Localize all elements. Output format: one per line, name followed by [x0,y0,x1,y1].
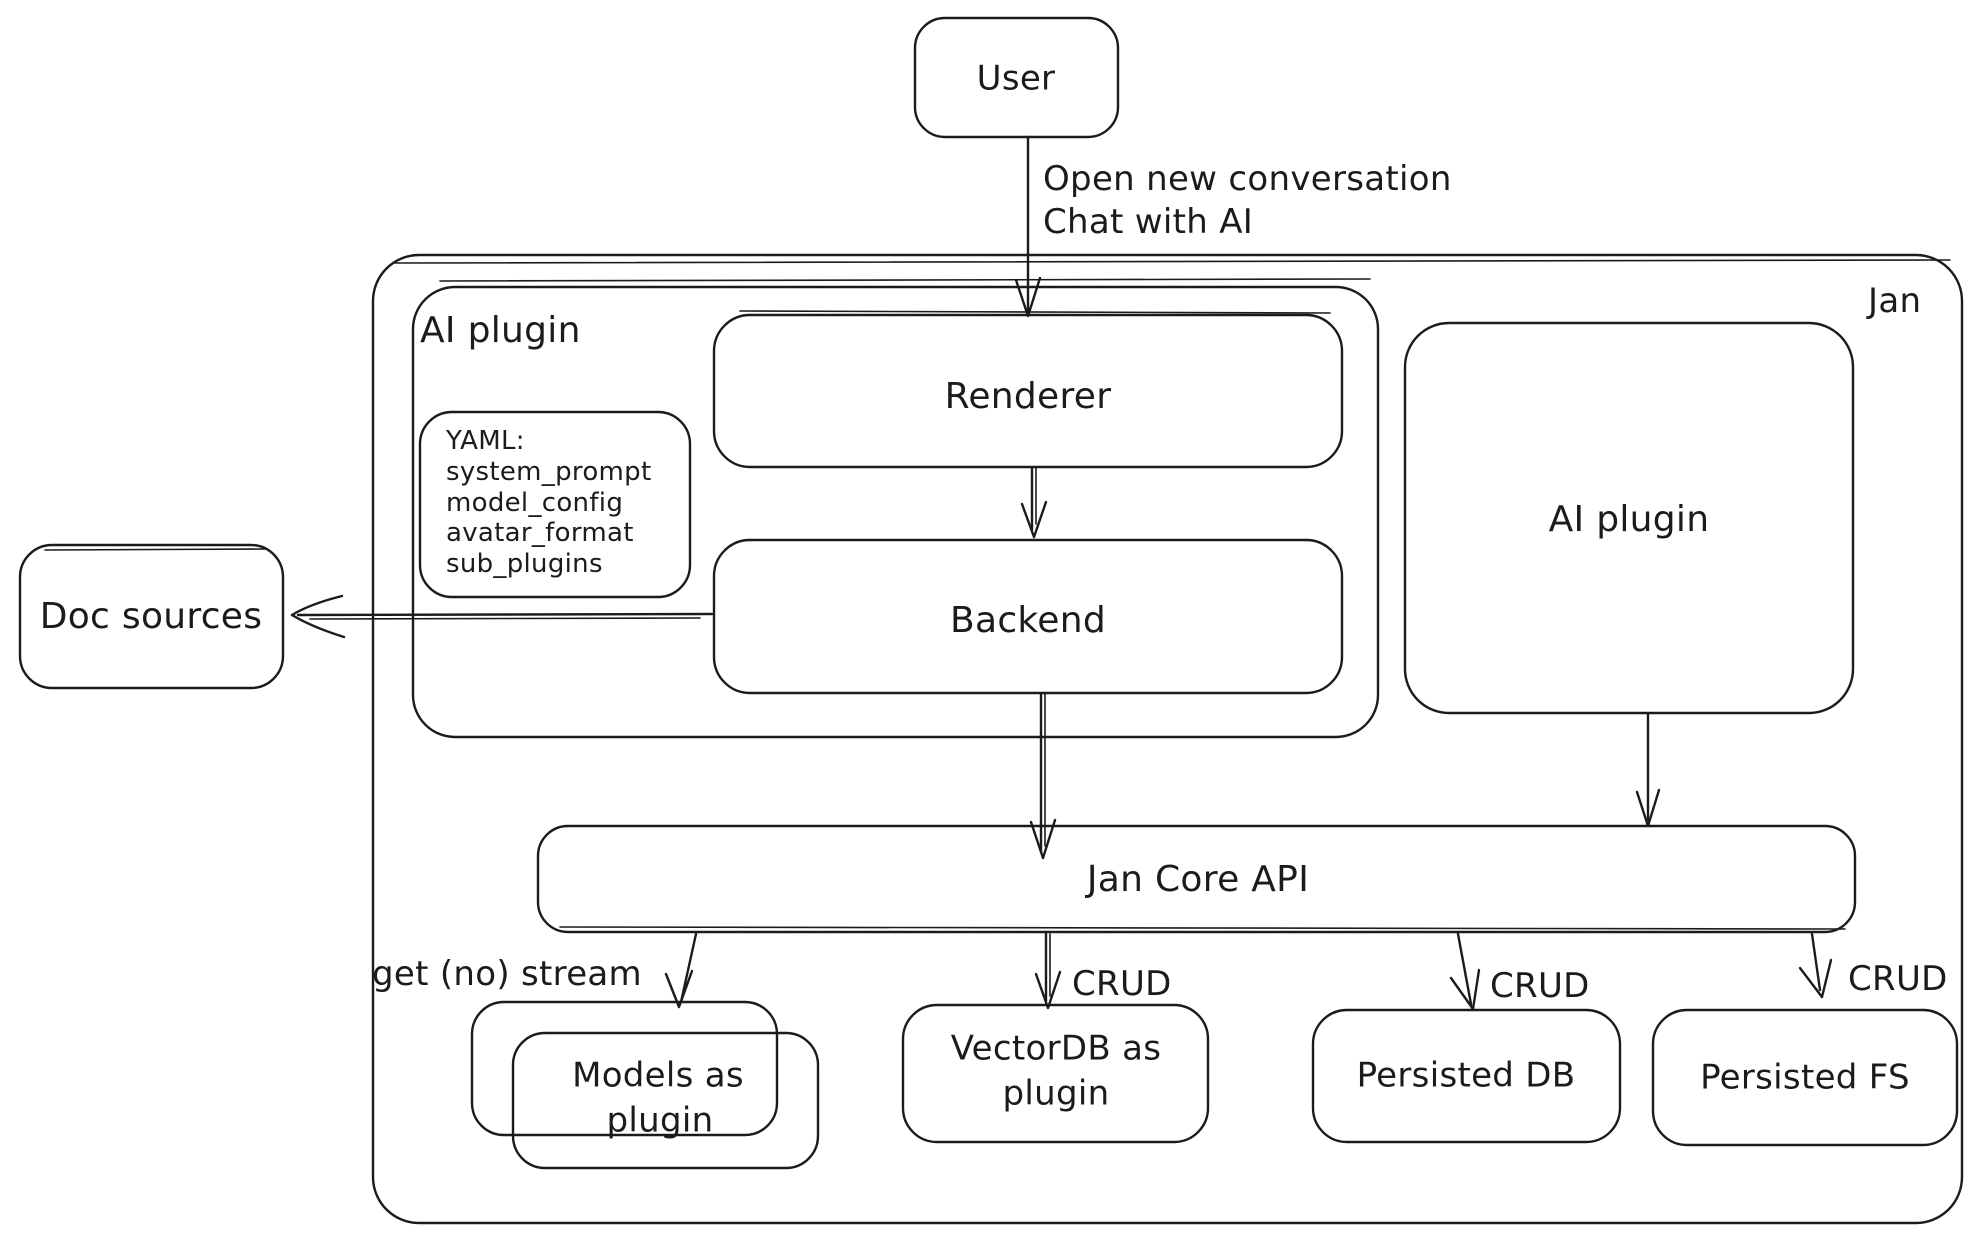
doc-sources-node-box [18,543,285,690]
vectordb-as-plugin-label: VectorDB as [951,1029,1162,1069]
yaml-note-box [418,410,692,599]
arrow-backend-to-api-head [1029,818,1057,860]
jan-container: Jan [371,253,1964,1225]
user-node-label: User [977,59,1056,99]
arrow-api-to-persisted-db-head [1449,968,1481,1011]
arrow-api-to-models-label: get (no) stream [372,954,642,994]
arrow-backend-to-doc-sources-head [290,594,346,639]
jan-core-api-sketch-line [559,926,1846,930]
persisted-db-label: Persisted DB [1357,1056,1576,1096]
models-as-plugin-label: Models as [572,1056,744,1096]
user-node: User [913,16,1120,139]
vectordb-as-plugin-label: plugin [1003,1074,1110,1114]
models-as-plugin-front-box [511,1031,820,1170]
user-node-box [913,16,1120,139]
doc-sources-sketch-line [44,548,266,551]
models-as-plugin-label: plugin [607,1101,714,1141]
persisted-fs-label: Persisted FS [1700,1058,1910,1098]
arrow-api-to-vectordb: CRUD [1034,932,1172,1010]
ai-plugin-group-box [411,285,1380,739]
yaml-note-line: avatar_format [446,518,634,548]
arrow-api-to-vectordb-label: CRUD [1072,964,1172,1004]
arrow-renderer-to-backend [1020,466,1048,539]
arrow-user-to-renderer-label: Chat with AI [1043,202,1253,242]
renderer-node-sketch-line [739,310,1331,314]
jan-container-box [371,253,1964,1225]
backend-node: Backend [712,538,1344,695]
arrow-api-to-persisted-db: CRUD [1449,932,1590,1011]
arrow-user-to-renderer: Open new conversation Chat with AI [1014,135,1452,318]
arrow-backend-to-api [1029,692,1057,860]
arrow-user-to-renderer-head [1014,276,1042,318]
vectordb-as-plugin-box [901,1003,1210,1144]
ai-plugin-right-box [1403,321,1855,715]
arrow-renderer-to-backend-head [1020,500,1048,539]
persisted-db-node: Persisted DB [1311,1008,1622,1144]
arrow-api-to-vectordb-head [1034,970,1062,1010]
arrow-backend-to-doc-sources-line2 [309,617,701,620]
ai-plugin-group-label: AI plugin [420,310,581,351]
arrow-api-to-persisted-fs-line [1810,932,1822,992]
persisted-fs-node: Persisted FS [1651,1008,1959,1147]
yaml-note-line: sub_plugins [446,549,603,579]
yaml-note-line: YAML: [445,426,525,456]
jan-container-sketch-line [394,259,1951,264]
renderer-node: Renderer [712,310,1344,469]
ai-plugin-right-label: AI plugin [1549,499,1710,540]
arrow-backend-to-doc-sources [290,594,714,639]
backend-node-box [712,538,1344,695]
arrow-ai-plugin-right-to-api-head [1635,788,1661,828]
renderer-node-label: Renderer [945,376,1112,417]
arrow-ai-plugin-right-to-api [1635,712,1661,828]
arrow-api-to-models-head [664,969,694,1009]
persisted-db-box [1311,1008,1622,1144]
doc-sources-node: Doc sources [18,543,285,690]
backend-node-label: Backend [950,600,1106,641]
ai-plugin-group-sketch-line [439,278,1371,282]
vectordb-as-plugin-node: VectorDB as plugin [901,1003,1210,1144]
arrow-api-to-models: get (no) stream [372,932,698,1009]
jan-core-api-node: Jan Core API [536,824,1857,934]
arrow-api-to-persisted-fs-head [1798,958,1833,999]
jan-container-label: Jan [1866,281,1921,321]
persisted-fs-box [1651,1008,1959,1147]
arrow-api-to-persisted-fs-label: CRUD [1848,959,1948,999]
arrow-api-to-models-line [679,932,698,1004]
ai-plugin-group: AI plugin [411,278,1380,739]
ai-plugin-right-node: AI plugin [1403,321,1855,715]
models-as-plugin-back-box [470,1000,779,1137]
models-as-plugin-node: Models as plugin [470,1000,820,1170]
jan-core-api-label: Jan Core API [1085,859,1309,900]
yaml-note: YAML: system_prompt model_config avatar_… [418,410,692,599]
jan-core-api-box [536,824,1857,934]
yaml-note-line: model_config [446,488,623,518]
doc-sources-node-label: Doc sources [40,596,263,637]
arrow-user-to-renderer-label: Open new conversation [1043,159,1452,199]
arrow-backend-to-doc-sources-line [296,612,714,617]
yaml-note-line: system_prompt [446,457,651,487]
arrow-api-to-persisted-db-line [1456,932,1473,1006]
arrow-api-to-persisted-db-label: CRUD [1490,966,1590,1006]
arrow-api-to-persisted-fs: CRUD [1798,932,1948,999]
